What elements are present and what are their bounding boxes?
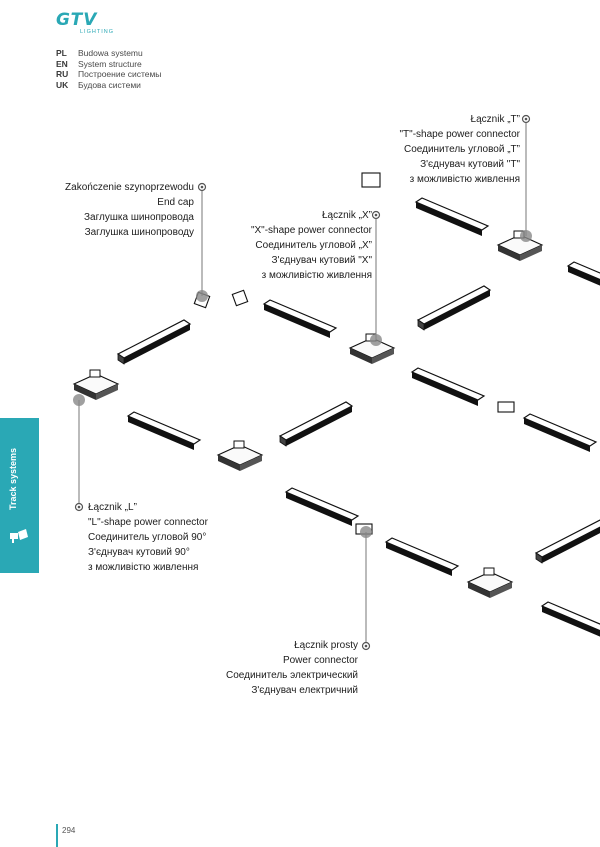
callout-end-cap: Zakończenie szynoprzewodu End cap Заглуш… [65,182,194,238]
leader-lines [78,119,527,646]
callout-t-connector: Łącznik „T” "T"-shape power connector Со… [399,114,521,185]
track-light-icon [10,529,28,543]
callout-markers [73,114,532,651]
gtv-logo: GTV LIGHTING [56,10,114,36]
page-number-bar [56,824,58,847]
page-number: 294 [62,826,76,835]
callout-x-connector: Łącznik „X” "X"-shape power connector Со… [250,210,372,281]
logo-subtext: LIGHTING [80,29,114,35]
callout-straight-connector: Łącznik prosty Power connector Соедините… [226,640,358,696]
callout-l-connector: Łącznik „L” "L"-shape power connector Со… [88,502,208,573]
side-tab-track-systems: Track systems [0,418,39,573]
logo-text: GTV [56,10,98,30]
